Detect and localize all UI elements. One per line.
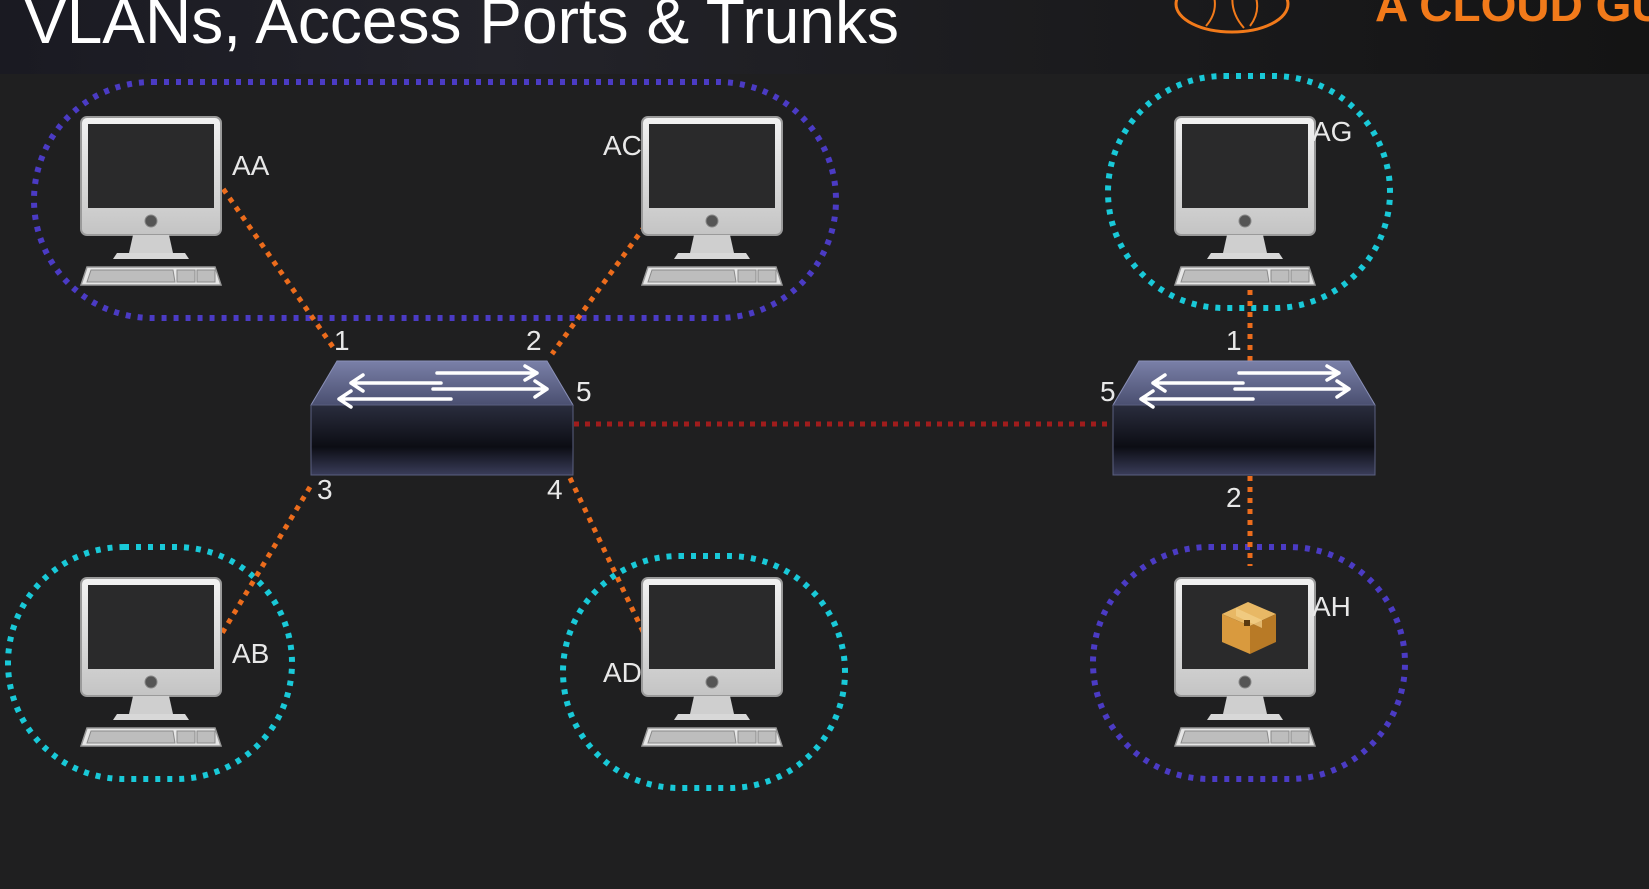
brand-name: A CLOUD GU	[1375, 0, 1649, 31]
link-ad-port4	[567, 476, 651, 644]
port-label-left-2: 2	[526, 325, 542, 356]
vlan-cyan-group-ad	[560, 553, 848, 791]
host-label-ab: AB	[232, 638, 269, 669]
host-label-ac: AC	[603, 130, 642, 161]
link-ab-port3	[215, 485, 313, 642]
port-label-right-5: 5	[1100, 376, 1116, 407]
host-label-ad: AD	[603, 657, 642, 688]
link-aa-port1	[214, 178, 338, 352]
port-label-left-1: 1	[334, 325, 350, 356]
package-icon	[1222, 602, 1276, 654]
brand-logo-icon	[1174, 0, 1290, 34]
host-label-ah: AH	[1312, 591, 1351, 622]
computer-ad	[641, 577, 783, 747]
host-label-aa: AA	[232, 150, 270, 181]
computer-ah	[1174, 577, 1316, 747]
link-ac-port2	[549, 224, 648, 356]
port-label-left-3: 3	[317, 474, 333, 505]
port-label-left-4: 4	[547, 474, 563, 505]
page-title: VLANs, Access Ports & Trunks	[24, 0, 899, 57]
switch-right	[1111, 359, 1377, 477]
port-label-right-1: 1	[1226, 325, 1242, 356]
host-label-ag: AG	[1312, 116, 1352, 147]
computer-ag	[1174, 116, 1316, 286]
vlan-cyan-group-ag	[1105, 73, 1393, 311]
computer-ac	[641, 116, 783, 286]
vlan-cyan-group-ab	[5, 544, 295, 782]
computer-aa	[80, 116, 222, 286]
port-label-left-5: 5	[576, 376, 592, 407]
switch-left	[309, 359, 575, 477]
port-label-right-2: 2	[1226, 482, 1242, 513]
title-bar: VLANs, Access Ports & Trunks A CLOUD GU	[0, 0, 1649, 74]
computer-ab	[80, 577, 222, 747]
